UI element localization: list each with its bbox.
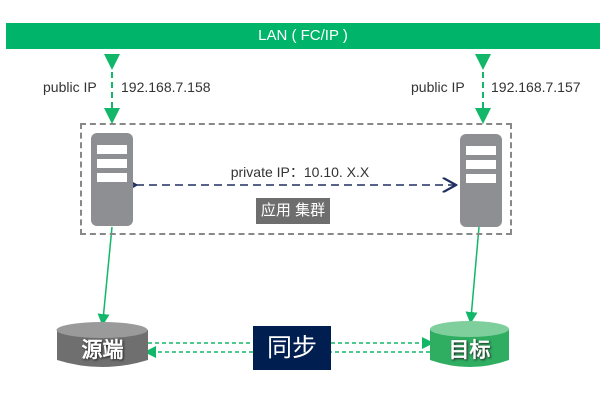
private-ip-label: private IP：10.10. X.X [230, 164, 370, 180]
sync-label: 同步 [253, 326, 331, 370]
source-storage-icon [56, 322, 148, 367]
left-public-ip-label: public IP [43, 79, 97, 95]
right-public-ip-label: public IP [411, 79, 465, 95]
right-public-ip-address: 192.168.7.157 [491, 79, 581, 95]
left-server-icon [91, 133, 133, 226]
right-server-icon [460, 134, 502, 227]
left-storage-link [97, 226, 113, 326]
target-label: 目标 [448, 339, 491, 362]
right-storage-link [465, 226, 480, 324]
left-public-ip-address: 192.168.7.158 [121, 79, 211, 95]
source-label: 源端 [81, 339, 124, 362]
cluster-boundary [80, 123, 512, 235]
cluster-label: 应用 集群 [256, 198, 330, 224]
target-storage-icon [430, 321, 509, 367]
lan-bar: LAN ( FC/IP ) [6, 23, 600, 49]
